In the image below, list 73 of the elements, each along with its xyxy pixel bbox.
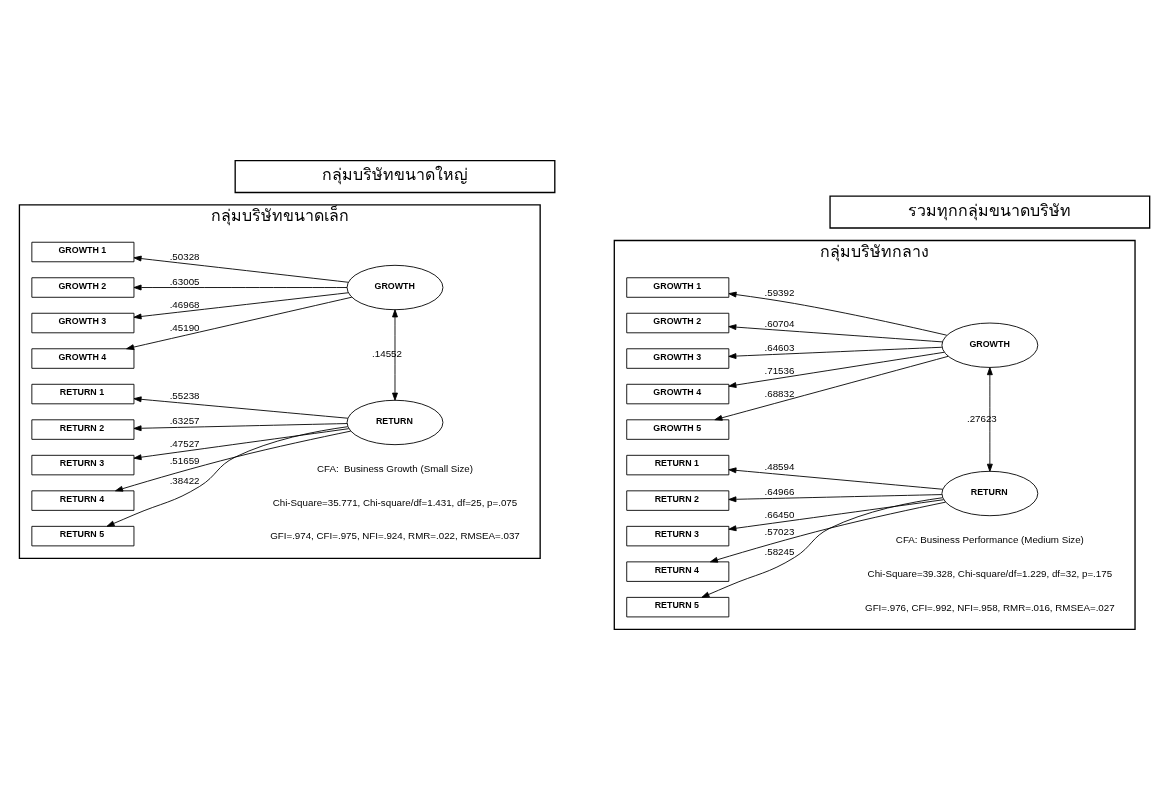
label: CFA: Business Performance (Medium Size) — [895, 533, 1084, 545]
node-box: กลุ่มบริษัทขนาดใหญ่ — [234, 159, 556, 193]
arrow — [728, 351, 945, 388]
arrow — [709, 501, 947, 563]
arrow — [728, 466, 944, 490]
node-box: RETURN 1 — [31, 383, 135, 404]
node-box: RETURN 4 — [626, 560, 730, 582]
edge-label: .47527 — [169, 437, 200, 449]
arrow — [133, 395, 349, 419]
node-box: GROWTH 5 — [626, 418, 730, 440]
edge-label: .64966 — [764, 485, 795, 497]
node-box: RETURN 2 — [31, 418, 135, 440]
arrow — [126, 296, 353, 350]
arrow — [728, 493, 943, 502]
node-ellipse: RETURN — [346, 399, 444, 445]
edge-label: .50328 — [169, 250, 200, 262]
node-ellipse: GROWTH — [346, 264, 444, 310]
arrow — [728, 323, 943, 342]
arrow — [133, 291, 349, 319]
edge-label: .38422 — [169, 474, 200, 486]
node-box: RETURN 3 — [31, 454, 135, 475]
node-box: GROWTH 4 — [31, 347, 135, 369]
label: CFA: Business Growth (Small Size) — [316, 462, 474, 474]
node-box: รวมทุกกลุ่มขนาดบริษัท — [829, 194, 1151, 229]
edge-label: .66450 — [764, 508, 795, 520]
label: Chi-Square=35.771, Chi-square/df=1.431, df=25, p=.075 — [272, 496, 518, 508]
arrow — [133, 427, 350, 460]
edge-label: .59392 — [764, 286, 795, 298]
node-box: GROWTH 3 — [31, 312, 135, 333]
arrow — [701, 496, 943, 598]
arrow — [986, 366, 993, 472]
label: GFI=.974, CFI=.975, NFI=.924, RMR=.022, RMSEA=.037 — [270, 529, 520, 541]
node-ellipse: GROWTH — [941, 322, 1039, 368]
node-box: RETURN 5 — [626, 596, 730, 617]
edge-label: .48594 — [764, 460, 795, 472]
arrow — [728, 346, 943, 359]
edge-label: .14552 — [372, 347, 402, 359]
node-box: RETURN 2 — [626, 489, 730, 511]
node-box: GROWTH 4 — [626, 383, 730, 404]
edge-label: .51659 — [169, 454, 200, 466]
node-box: GROWTH 1 — [31, 241, 135, 262]
edge-label: .63005 — [169, 275, 200, 287]
node-box: GROWTH 1 — [626, 276, 730, 298]
edge-label: .71536 — [764, 364, 795, 376]
node-box: RETURN 3 — [626, 525, 730, 546]
arrow — [714, 355, 949, 421]
arrow — [728, 291, 948, 336]
edge-label: .64603 — [764, 341, 795, 353]
arrow — [106, 425, 349, 527]
node-box: GROWTH 2 — [31, 276, 135, 298]
node-ellipse: RETURN — [941, 470, 1039, 516]
edge-label: .68832 — [764, 387, 795, 399]
node-box: RETURN 5 — [31, 525, 135, 546]
arrow — [133, 255, 349, 283]
node-box: RETURN 4 — [31, 489, 135, 511]
edge-label: .55238 — [169, 389, 200, 401]
node-box: GROWTH 2 — [626, 312, 730, 333]
arrow — [133, 422, 348, 431]
edge-label: .60704 — [764, 317, 795, 329]
arrow — [115, 430, 352, 492]
edge-label: .45190 — [169, 321, 200, 333]
node-box: GROWTH 3 — [626, 347, 730, 369]
label: GFI=.976, CFI=.992, NFI=.958, RMR=.016, RMSEA=.027 — [865, 601, 1115, 613]
edge-label: .63257 — [169, 414, 200, 426]
node-box: RETURN 1 — [626, 454, 730, 475]
arrow — [728, 498, 945, 531]
edge-label: .27623 — [966, 412, 997, 424]
edge-label: .58245 — [764, 545, 795, 557]
arrow — [392, 308, 398, 401]
edge-label: .57023 — [764, 525, 795, 537]
arrow — [133, 284, 348, 290]
edge-label: .46968 — [169, 298, 200, 310]
label: Chi-Square=39.328, Chi-square/df=1.229, df=32, p=.175 — [867, 567, 1113, 579]
